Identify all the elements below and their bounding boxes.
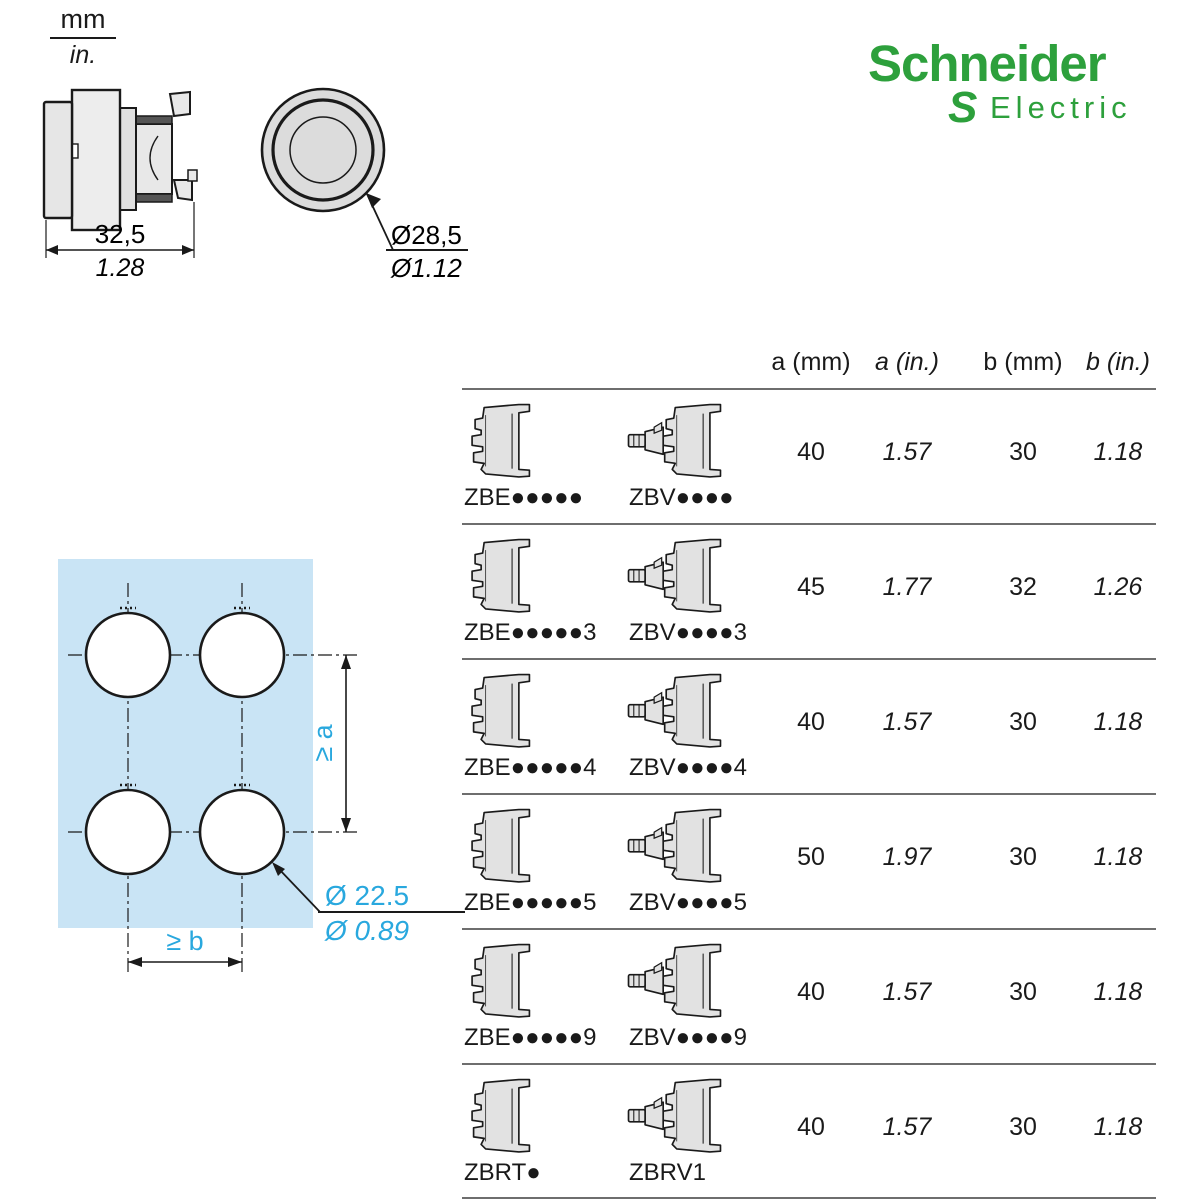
leader-arrow-icon: [272, 862, 285, 876]
cutout-hole: [84, 611, 172, 699]
head-front-view-drawing: Ø28,5 Ø1.12: [260, 87, 468, 283]
units-in-label: in.: [69, 41, 97, 69]
table-rule: [462, 658, 1156, 660]
value-b-mm: 30: [1009, 708, 1037, 736]
leader-arrow-icon: [366, 193, 381, 208]
value-b-mm: 30: [1009, 843, 1037, 871]
table-rule: [462, 1063, 1156, 1065]
value-b-mm: 30: [1009, 978, 1037, 1006]
table-rule: [462, 793, 1156, 795]
arrow-left-icon: [46, 245, 58, 255]
schneider-logo: Schneider S Electric: [868, 38, 1168, 129]
product-ref-zbv: ZBV●●●●: [629, 484, 734, 511]
cutout-hole: [198, 611, 286, 699]
value-a-in: 1.57: [882, 438, 932, 466]
zbe-contact-block-drawing: [466, 670, 534, 753]
zbe-contact-block-drawing: [466, 1075, 534, 1158]
value-b-in: 1.18: [1093, 708, 1143, 736]
arrow-right-icon: [182, 245, 194, 255]
value-b-mm: 30: [1009, 438, 1037, 466]
table-rule: [462, 523, 1156, 525]
value-a-mm: 40: [797, 1113, 825, 1141]
product-ref-zbe: ZBE●●●●●9: [464, 1024, 597, 1051]
arrow-down-icon: [341, 818, 351, 832]
zbv-contact-block-drawing: [627, 1075, 725, 1158]
pitch-a-label: ≥ a: [308, 723, 338, 761]
col-header-b-mm: b (mm): [983, 348, 1063, 376]
value-a-in: 1.57: [882, 708, 932, 736]
value-b-in: 1.26: [1093, 573, 1143, 601]
product-ref-zbv: ZBV●●●●3: [629, 619, 748, 646]
front-dia-in-label: Ø1.12: [390, 253, 462, 283]
value-a-mm: 45: [797, 573, 825, 601]
side-width-in-label: 1.28: [96, 254, 145, 282]
value-a-mm: 40: [797, 978, 825, 1006]
product-ref-zbv: ZBRV1: [629, 1159, 706, 1186]
value-b-in: 1.18: [1093, 438, 1143, 466]
cutout-hole: [84, 788, 172, 876]
value-b-in: 1.18: [1093, 843, 1143, 871]
dimension-table: a (mm) a (in.) b (mm) b (in.) ZBE●●●●● Z…: [462, 340, 1157, 1200]
zbe-contact-block-drawing: [466, 940, 534, 1023]
logo-s-mark-icon: S: [948, 87, 977, 129]
zbv-contact-block-drawing: [627, 670, 725, 753]
zbe-contact-block-drawing: [466, 400, 534, 483]
zbv-contact-block-drawing: [627, 400, 725, 483]
col-header-b-in: b (in.): [1086, 348, 1150, 376]
logo-brand-text: Schneider: [868, 35, 1107, 92]
table-rule: [462, 928, 1156, 930]
hole-dia-mm-label: Ø 22.5: [325, 880, 409, 911]
col-header-a-mm: a (mm): [771, 348, 851, 376]
value-a-in: 1.57: [882, 978, 932, 1006]
front-dia-mm-label: Ø28,5: [391, 220, 462, 250]
table-rule: [462, 1197, 1156, 1199]
zbv-contact-block-drawing: [627, 940, 725, 1023]
value-a-in: 1.97: [882, 843, 932, 871]
logo-sub-text: Electric: [990, 90, 1132, 125]
table-rule: [462, 388, 1156, 390]
arrow-up-icon: [341, 655, 351, 669]
pitch-b-label: ≥ b: [166, 926, 203, 956]
cutout-hole: [198, 788, 286, 876]
value-a-in: 1.77: [882, 573, 932, 601]
value-a-mm: 40: [797, 438, 825, 466]
product-ref-zbv: ZBV●●●●5: [629, 889, 748, 916]
value-b-in: 1.18: [1093, 978, 1143, 1006]
col-header-a-in: a (in.): [875, 348, 939, 376]
zbe-contact-block-drawing: [466, 805, 534, 888]
zbv-contact-block-drawing: [627, 535, 725, 618]
product-ref-zbe: ZBRT●: [464, 1159, 541, 1186]
product-ref-zbv: ZBV●●●●9: [629, 1024, 748, 1051]
svg-text:S: S: [948, 87, 977, 129]
product-ref-zbv: ZBV●●●●4: [629, 754, 748, 781]
hole-dia-in-label: Ø 0.89: [324, 915, 409, 946]
value-b-in: 1.18: [1093, 1113, 1143, 1141]
product-ref-zbe: ZBE●●●●●4: [464, 754, 597, 781]
value-a-mm: 50: [797, 843, 825, 871]
value-a-in: 1.57: [882, 1113, 932, 1141]
panel-surface: [58, 559, 313, 928]
units-mm-label: mm: [50, 4, 116, 39]
product-ref-zbe: ZBE●●●●●5: [464, 889, 597, 916]
zbe-contact-block-drawing: [466, 535, 534, 618]
units-legend: mm in.: [50, 4, 116, 70]
product-ref-zbe: ZBE●●●●●3: [464, 619, 597, 646]
side-width-mm-label: 32,5: [95, 219, 146, 249]
value-b-mm: 30: [1009, 1113, 1037, 1141]
product-ref-zbe: ZBE●●●●●: [464, 484, 584, 511]
zbv-contact-block-drawing: [627, 805, 725, 888]
value-a-mm: 40: [797, 708, 825, 736]
arrow-left-icon: [128, 957, 142, 967]
value-b-mm: 32: [1009, 573, 1037, 601]
arrow-right-icon: [228, 957, 242, 967]
head-side-view-drawing: 32,5 1.28: [42, 88, 198, 282]
panel-cutout-diagram: ≥ a ≥ b Ø 22.5 Ø 0.89: [58, 559, 465, 975]
